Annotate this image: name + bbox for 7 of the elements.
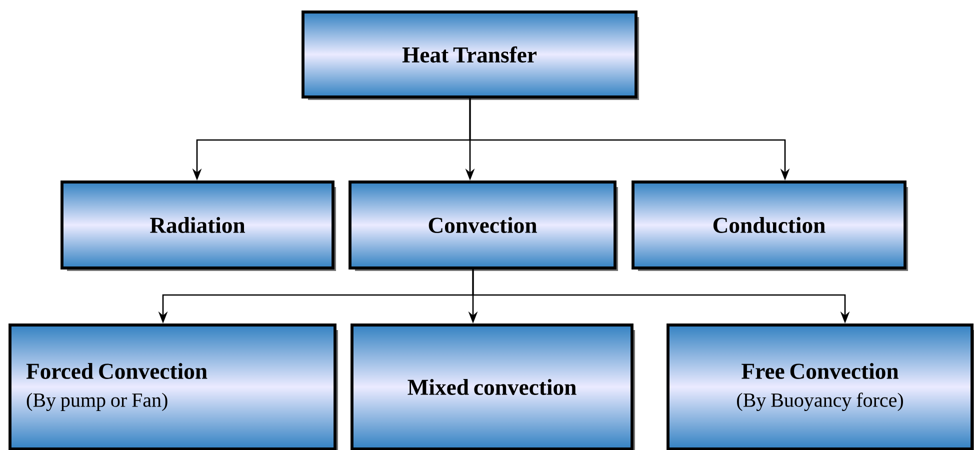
category-box: Free Convection (By Buoyancy force) (666, 324, 974, 450)
category-box: Mixed convection (350, 324, 634, 450)
category-box: Heat Transfer (302, 10, 638, 98)
category-box: Convection (348, 180, 616, 270)
category-box: Conduction (632, 180, 906, 270)
category-box: Forced Convection (By pump or Fan) (8, 324, 336, 450)
category-box: Radiation (60, 180, 334, 270)
